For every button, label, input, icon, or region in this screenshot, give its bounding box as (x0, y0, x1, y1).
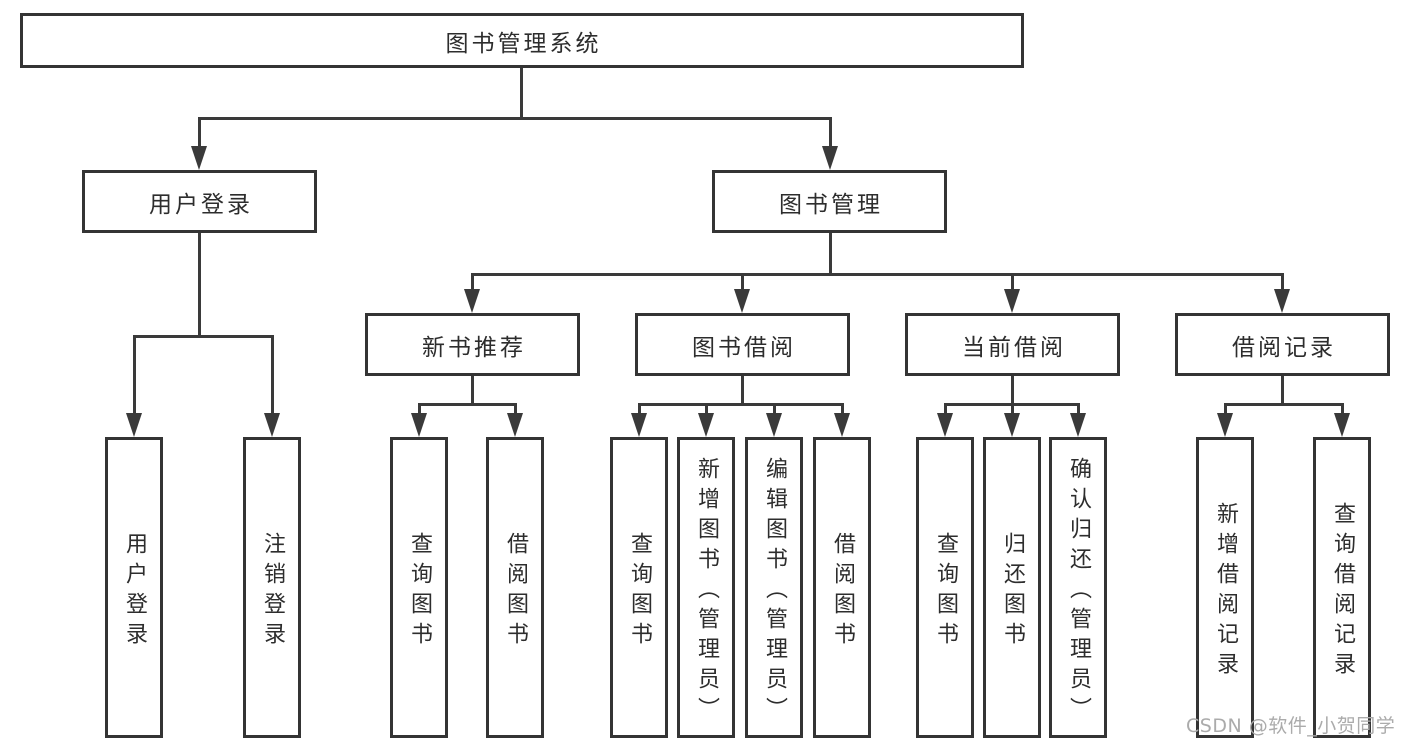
arrowhead-bor-add (698, 413, 714, 437)
leaf-add-book-admin: 新增图书（管理员） (677, 437, 735, 738)
leaf-label: 借阅图书 (503, 531, 528, 652)
leaf-logout: 注销登录 (243, 437, 301, 738)
leaf-label: 注销登录 (260, 531, 285, 652)
connector-bor-edit-drop (773, 403, 776, 419)
node-label: 图书管理 (779, 191, 883, 218)
arrowhead-bor-edit (766, 413, 782, 437)
node-user-login: 用户登录 (82, 170, 317, 233)
connector-current-drop (1011, 273, 1014, 295)
leaf-query-books-current: 查询图书 (916, 437, 974, 738)
connector-records-stem (1281, 375, 1284, 405)
connector-leaf-logout-drop (271, 335, 274, 419)
node-book-borrowing: 图书借阅 (635, 313, 850, 376)
arrowhead-borrowing (734, 289, 750, 313)
leaf-query-books-recommend: 查询图书 (390, 437, 448, 738)
node-label: 新书推荐 (422, 334, 526, 361)
arrowhead-cur-query (937, 413, 953, 437)
arrowhead-current (1004, 289, 1020, 313)
connector-user-login-split (133, 335, 274, 338)
arrowhead-records (1274, 289, 1290, 313)
leaf-label: 新增借阅记录 (1213, 501, 1238, 682)
arrowhead-book-mgmt (822, 146, 838, 170)
arrowhead-leaf-logout (264, 413, 280, 437)
leaf-label: 编辑图书（管理员） (762, 456, 787, 727)
connector-book-mgmt-split (471, 273, 1284, 276)
connector-cur-return-drop (1011, 403, 1014, 419)
leaf-edit-book-admin: 编辑图书（管理员） (745, 437, 803, 738)
connector-recommend-drop (471, 273, 474, 295)
arrowhead-bor-query (631, 413, 647, 437)
connector-recommend-stem (471, 375, 474, 405)
connector-borrowing-drop (741, 273, 744, 295)
arrowhead-rec-query (411, 413, 427, 437)
leaf-confirm-return-admin: 确认归还（管理员） (1049, 437, 1107, 738)
arrowhead-recadd (1217, 413, 1233, 437)
connector-records-drop (1281, 273, 1284, 295)
node-new-book-recommend: 新书推荐 (365, 313, 580, 376)
leaf-borrow-books-borrowing: 借阅图书 (813, 437, 871, 738)
node-label: 用户登录 (149, 191, 253, 218)
leaf-label: 查询借阅记录 (1330, 501, 1355, 682)
leaf-label: 查询图书 (933, 531, 958, 652)
leaf-label: 查询图书 (407, 531, 432, 652)
connector-user-login-stem (198, 232, 201, 337)
connector-bor-borrow-drop (841, 403, 844, 419)
arrowhead-rec-borrow (507, 413, 523, 437)
connector-user-login-drop (198, 117, 201, 149)
connector-bor-add-drop (705, 403, 708, 419)
node-label: 图书借阅 (692, 334, 796, 361)
arrowhead-leaf-login (126, 413, 142, 437)
connector-borrowing-split (638, 403, 844, 406)
connector-records-split (1224, 403, 1344, 406)
node-library-management-system: 图书管理系统 (20, 13, 1024, 68)
arrowhead-user-login (191, 146, 207, 170)
connector-rec-query2-drop (1341, 403, 1344, 419)
connector-borrowing-stem (741, 375, 744, 405)
connector-recommend-split (418, 403, 517, 406)
leaf-query-books-borrowing: 查询图书 (610, 437, 668, 738)
leaf-label: 用户登录 (122, 531, 147, 652)
connector-leaf-login-drop (133, 335, 136, 419)
leaf-label: 借阅图书 (830, 531, 855, 652)
connector-book-mgmt-stem (829, 232, 832, 275)
connector-root-split (198, 117, 832, 120)
connector-cur-confirm-drop (1077, 403, 1080, 419)
connector-cur-query-drop (944, 403, 947, 419)
arrowhead-recquery (1334, 413, 1350, 437)
leaf-label: 确认归还（管理员） (1066, 456, 1091, 727)
connector-rec-add-drop (1224, 403, 1227, 419)
csdn-watermark: CSDN @软件_小贺同学 (1186, 715, 1396, 737)
node-borrowing-records: 借阅记录 (1175, 313, 1390, 376)
leaf-label: 查询图书 (627, 531, 652, 652)
node-label: 借阅记录 (1232, 334, 1336, 361)
connector-book-mgmt-drop (829, 117, 832, 149)
arrowhead-cur-confirm (1070, 413, 1086, 437)
node-book-management: 图书管理 (712, 170, 947, 233)
leaf-borrow-books-recommend: 借阅图书 (486, 437, 544, 738)
leaf-query-borrow-record: 查询借阅记录 (1313, 437, 1371, 738)
connector-bor-query-drop (638, 403, 641, 419)
connector-rec-borrow-drop (514, 403, 517, 419)
leaf-label: 归还图书 (1000, 531, 1025, 652)
connector-rec-query-drop (418, 403, 421, 419)
leaf-return-book: 归还图书 (983, 437, 1041, 738)
connector-current-stem (1011, 375, 1014, 405)
leaf-label: 新增图书（管理员） (694, 456, 719, 727)
connector-root-stem (520, 68, 523, 118)
arrowhead-recommend (464, 289, 480, 313)
arrowhead-cur-return (1004, 413, 1020, 437)
leaf-user-login: 用户登录 (105, 437, 163, 738)
node-label: 图书管理系统 (445, 30, 602, 57)
node-label: 当前借阅 (962, 334, 1066, 361)
leaf-add-borrow-record: 新增借阅记录 (1196, 437, 1254, 738)
node-current-borrowing: 当前借阅 (905, 313, 1120, 376)
arrowhead-bor-borrow (834, 413, 850, 437)
